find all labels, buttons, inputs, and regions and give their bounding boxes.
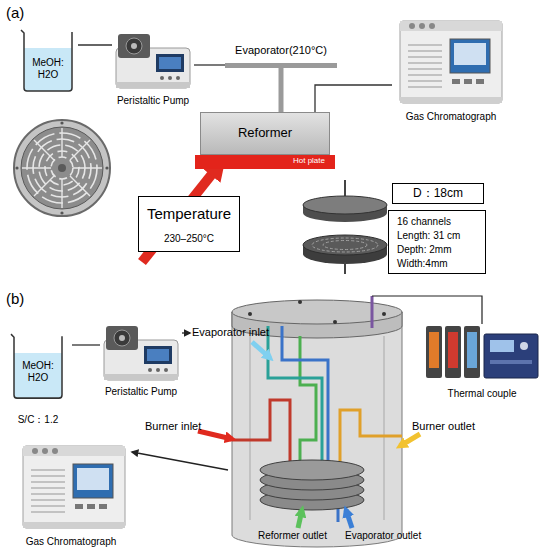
illustration-part — [252, 342, 270, 358]
flow-plate — [14, 120, 110, 216]
illustration-part — [51, 157, 73, 179]
illustration-part — [58, 164, 66, 172]
methanol-beaker: MeOH: H2O S/C：1.2 — [4, 330, 72, 428]
illustration-part — [182, 332, 190, 333]
reactor-cylinder — [232, 296, 482, 547]
illustration-part — [105, 166, 108, 169]
illustration-part — [21, 127, 103, 209]
illustration-part — [60, 211, 63, 214]
illustration-part — [303, 196, 387, 214]
tube-line — [279, 68, 284, 112]
diameter-box: D：18cm — [392, 183, 484, 204]
illustration-part — [15, 166, 18, 169]
hot-plate: Hot plate — [195, 155, 335, 169]
tube-line — [78, 44, 112, 45]
beaker-b-drawing — [11, 334, 62, 398]
illustration-part — [60, 121, 63, 124]
illustration-part — [333, 320, 337, 324]
temperature-box: Temperature 230–250°C — [138, 196, 240, 252]
node-text: D：18cm — [413, 187, 463, 201]
flow-arrows-b — [132, 333, 420, 528]
illustration-part — [232, 400, 290, 465]
tube-line — [72, 344, 100, 345]
part-label: (b) — [6, 290, 24, 307]
illustration-part — [298, 510, 302, 528]
illustration-part — [372, 296, 482, 324]
node-text: MeOH: H2O — [18, 360, 58, 383]
node-text: Evaporator(210°C) — [225, 44, 337, 57]
beaker-a — [21, 30, 72, 91]
part-label: Evaporator inlet — [192, 326, 269, 339]
reactor-drawing — [303, 180, 387, 274]
reformer-box: Reformer — [200, 112, 330, 155]
methanol-beaker: MeOH: H2O — [18, 28, 78, 93]
gas-chromatograph: Gas Chromatograph — [15, 440, 127, 552]
pump-b-drawing — [104, 326, 178, 380]
node-text: Gas Chromatograph — [392, 111, 510, 123]
illustration-part — [298, 300, 302, 304]
node-text: 230–250°C — [139, 233, 239, 245]
thermocouple-reader: Thermal couple — [422, 320, 542, 402]
illustration-part — [303, 235, 387, 255]
part-label: Burner outlet — [412, 420, 475, 433]
node-text: S/C：1.2 — [4, 414, 72, 426]
illustration-part — [312, 238, 378, 252]
node-text: Gas Chromatograph — [15, 536, 127, 548]
thermocouple-b-drawing — [426, 326, 538, 378]
illustration-part — [340, 410, 402, 465]
peristaltic-pump: Peristaltic Pump — [100, 322, 182, 402]
illustration-part — [232, 300, 402, 324]
illustration-part — [14, 120, 110, 216]
node-text: MeOH: H2O — [30, 57, 66, 80]
node-text: Thermal couple — [422, 388, 542, 400]
illustration-part — [346, 510, 352, 528]
illustration-part — [382, 312, 386, 316]
gc-b-drawing — [23, 446, 125, 528]
illustration-part — [260, 460, 364, 480]
illustration-part — [132, 452, 228, 470]
illustration-part — [198, 431, 232, 439]
illustration-part — [323, 241, 367, 250]
tube-line — [315, 85, 392, 112]
gc-a-drawing — [400, 21, 502, 103]
illustration-part — [400, 434, 420, 446]
pump-a-drawing — [116, 34, 190, 88]
illustration-part — [384, 336, 385, 520]
node-text: Reformer — [238, 126, 292, 141]
illustration-part — [371, 296, 374, 328]
node-text: Hot plate — [195, 156, 325, 165]
channel-spec-box: 16 channels Length: 31 cm Depth: 2mm Wid… — [388, 210, 486, 274]
part-label: Evaporator outlet — [345, 530, 421, 542]
illustration-part — [248, 312, 252, 316]
illustration-part — [21, 30, 72, 91]
illustration-part — [344, 262, 346, 274]
illustration-part — [250, 336, 251, 520]
peristaltic-pump: Peristaltic Pump — [112, 30, 194, 110]
node-text: Peristaltic Pump — [112, 95, 194, 107]
evaporator: Evaporator(210°C) — [225, 44, 337, 68]
tube-line — [194, 64, 225, 65]
node-text: Peristaltic Pump — [100, 386, 182, 398]
illustration-part — [22, 128, 102, 208]
node-text: 16 channels Length: 31 cm Depth: 2mm Wid… — [397, 215, 471, 271]
node-text: Temperature — [139, 205, 239, 222]
illustration-part — [268, 326, 322, 465]
part-label: (a) — [6, 4, 24, 21]
part-label: Burner inlet — [145, 420, 201, 433]
part-label: Reformer outlet — [258, 530, 327, 542]
gas-chromatograph: Gas Chromatograph — [392, 15, 510, 125]
illustration-part — [232, 312, 402, 547]
